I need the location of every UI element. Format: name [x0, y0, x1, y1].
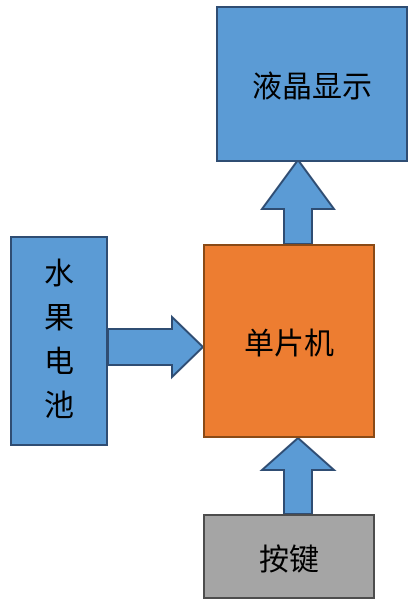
- fruit-battery-box: 水 果 电 池: [10, 236, 108, 446]
- battery-char-4: 池: [44, 389, 74, 424]
- battery-char-2: 果: [44, 301, 74, 336]
- arrow-mcu-to-lcd: [260, 158, 336, 245]
- mcu-box: 单片机: [203, 244, 375, 438]
- arrow-battery-to-mcu: [107, 314, 205, 380]
- arrow-key-to-mcu: [259, 436, 337, 515]
- key-label: 按键: [259, 542, 319, 578]
- battery-char-3: 电: [44, 345, 74, 380]
- key-box: 按键: [203, 514, 375, 599]
- lcd-display-label: 液晶显示: [252, 70, 372, 105]
- mcu-label: 单片机: [244, 327, 334, 362]
- fruit-battery-label: 水 果 电 池: [44, 253, 74, 429]
- lcd-display-box: 液晶显示: [216, 6, 408, 162]
- battery-char-1: 水: [44, 257, 74, 292]
